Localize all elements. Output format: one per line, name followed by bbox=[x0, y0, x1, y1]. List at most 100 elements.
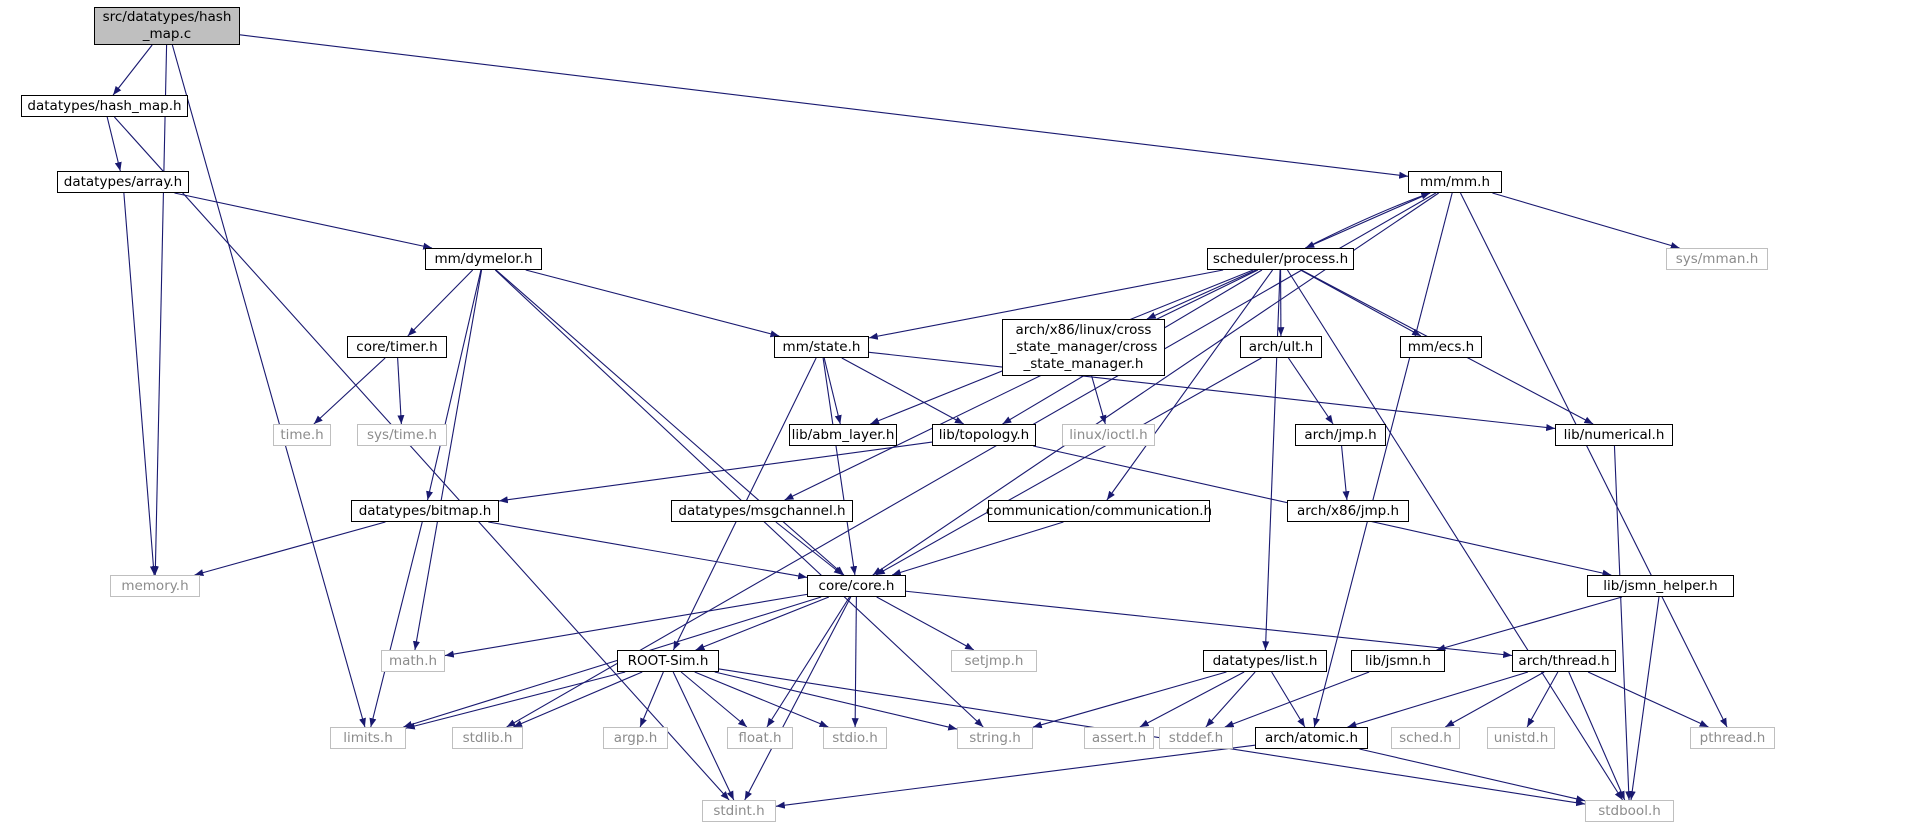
node-process-h[interactable]: scheduler/process.h bbox=[1207, 248, 1354, 270]
edge-process-h-to-msgchannel-h bbox=[784, 269, 1259, 501]
edge-process-h-to-list-h bbox=[1262, 269, 1281, 651]
edge-thread-h-to-unistd-h bbox=[1526, 671, 1559, 728]
node-unistd-h: unistd.h bbox=[1487, 727, 1555, 749]
edge-thread-h-to-stdbool-h bbox=[1568, 671, 1626, 801]
node-jmp-h[interactable]: arch/jmp.h bbox=[1295, 424, 1386, 446]
edge-process-h-to-communication-h bbox=[1106, 269, 1274, 501]
edge-list-h-to-assert-h bbox=[1139, 671, 1245, 728]
edge-core-h-to-limits-h bbox=[403, 596, 822, 728]
node-limits-h: limits.h bbox=[330, 727, 406, 749]
node-float-h: float.h bbox=[727, 727, 793, 749]
edge-process-h-to-ecs-h bbox=[1300, 269, 1422, 337]
edge-rootsim-h-to-string-h bbox=[714, 671, 958, 731]
node-mm-h[interactable]: mm/mm.h bbox=[1408, 171, 1502, 193]
node-dymelor-h[interactable]: mm/dymelor.h bbox=[425, 248, 542, 270]
edge-hashmap-c-to-hashmap-h bbox=[112, 44, 153, 96]
edge-bitmap-h-to-core-h bbox=[488, 521, 808, 580]
edge-rootsim-h-to-limits-h bbox=[405, 671, 626, 730]
node-ecs-h[interactable]: mm/ecs.h bbox=[1400, 336, 1482, 358]
edge-core-h-to-stdint-h bbox=[744, 596, 852, 801]
edge-dymelor-h-to-timer-h bbox=[407, 269, 474, 337]
edge-list-h-to-stddef-h bbox=[1205, 671, 1256, 728]
edge-core-h-to-math-h bbox=[444, 593, 808, 658]
edge-dymelor-h-to-math-h bbox=[412, 269, 483, 651]
node-msgchannel-h[interactable]: datatypes/msgchannel.h bbox=[671, 500, 853, 522]
edge-process-h-to-stdbool-h bbox=[1286, 269, 1624, 801]
node-stddef-h: stddef.h bbox=[1159, 727, 1233, 749]
node-math-h: math.h bbox=[381, 650, 445, 672]
edge-jmp-h-to-x86jmp-h bbox=[1341, 445, 1350, 501]
edge-bitmap-h-to-memory-h bbox=[194, 521, 386, 577]
edge-core-h-to-float-h bbox=[766, 596, 850, 728]
node-abm-h[interactable]: lib/abm_layer.h bbox=[789, 424, 897, 446]
node-ioctl-h: linux/ioctl.h bbox=[1062, 424, 1155, 446]
node-time-h: time.h bbox=[273, 424, 331, 446]
node-list-h[interactable]: datatypes/list.h bbox=[1203, 650, 1327, 672]
edge-mm-h-to-atomic-h bbox=[1313, 192, 1453, 728]
node-string-h: string.h bbox=[957, 727, 1033, 749]
edge-core-h-to-thread-h bbox=[905, 590, 1513, 659]
edge-dymelor-h-to-core-h bbox=[495, 269, 845, 576]
node-state-h[interactable]: mm/state.h bbox=[774, 336, 869, 358]
node-ult-h[interactable]: arch/ult.h bbox=[1240, 336, 1322, 358]
edge-array-h-to-memory-h bbox=[123, 192, 157, 576]
edge-state-h-to-topology-h bbox=[841, 357, 964, 425]
node-atomic-h[interactable]: arch/atomic.h bbox=[1255, 727, 1368, 749]
edge-rootsim-h-to-stdint-h bbox=[672, 671, 735, 801]
edge-state-h-to-core-h bbox=[822, 357, 858, 576]
edge-numerical-h-to-stdbool-h bbox=[1613, 445, 1633, 801]
edge-timer-h-to-time-h bbox=[313, 357, 386, 425]
edge-state-h-to-abm-h bbox=[823, 357, 842, 425]
edge-msgchannel-h-to-core-h bbox=[775, 521, 843, 576]
edge-hashmap-h-to-stdint-h bbox=[113, 116, 730, 801]
node-topology-h[interactable]: lib/topology.h bbox=[932, 424, 1036, 446]
edge-core-h-to-rootsim-h bbox=[695, 596, 830, 651]
edge-core-h-to-setjmp-h bbox=[876, 596, 975, 651]
edge-thread-h-to-sched-h bbox=[1445, 671, 1545, 728]
edge-mm-h-to-sysmman-h bbox=[1492, 192, 1680, 249]
node-array-h[interactable]: datatypes/array.h bbox=[57, 171, 189, 193]
edge-dymelor-h-to-string-h bbox=[494, 269, 984, 728]
node-csm-h[interactable]: arch/x86/linux/cross _state_manager/cros… bbox=[1002, 319, 1165, 376]
edge-process-h-to-csm-h bbox=[1146, 269, 1257, 320]
edge-atomic-h-to-stdint-h bbox=[775, 744, 1256, 809]
node-jsmn-h[interactable]: lib/jsmn.h bbox=[1351, 650, 1445, 672]
edge-rootsim-h-to-stdlib-h bbox=[513, 671, 643, 728]
edge-list-h-to-string-h bbox=[1032, 671, 1227, 729]
edge-array-h-to-dymelor-h bbox=[174, 192, 433, 250]
node-setjmp-h: setjmp.h bbox=[951, 650, 1037, 672]
edge-topology-h-to-bitmap-h bbox=[498, 441, 933, 504]
node-rootsim-h[interactable]: ROOT-Sim.h bbox=[617, 650, 719, 672]
edge-dymelor-h-to-bitmap-h bbox=[426, 269, 482, 501]
node-stdint-h: stdint.h bbox=[702, 800, 776, 822]
edge-process-h-to-mm-h bbox=[1305, 192, 1431, 249]
node-systime-h: sys/time.h bbox=[357, 424, 447, 446]
edge-thread-h-to-pthread-h bbox=[1587, 671, 1709, 728]
node-stdbool-h: stdbool.h bbox=[1585, 800, 1674, 822]
edge-communication-h-to-core-h bbox=[891, 521, 1064, 576]
node-timer-h[interactable]: core/timer.h bbox=[347, 336, 447, 358]
edge-rootsim-h-to-argp-h bbox=[639, 671, 664, 728]
edge-ult-h-to-core-h bbox=[875, 357, 1262, 576]
node-x86jmp-h[interactable]: arch/x86/jmp.h bbox=[1287, 500, 1409, 522]
node-numerical-h[interactable]: lib/numerical.h bbox=[1555, 424, 1673, 446]
node-thread-h[interactable]: arch/thread.h bbox=[1512, 650, 1616, 672]
edge-atomic-h-to-stdbool-h bbox=[1359, 748, 1586, 803]
node-hashmap-c[interactable]: src/datatypes/hash _map.c bbox=[94, 7, 240, 45]
edge-jsmn-h-to-stddef-h bbox=[1224, 671, 1370, 728]
edge-ult-h-to-jmp-h bbox=[1287, 357, 1334, 425]
node-bitmap-h[interactable]: datatypes/bitmap.h bbox=[351, 500, 499, 522]
edge-state-h-to-numerical-h bbox=[868, 351, 1556, 431]
node-hashmap-h[interactable]: datatypes/hash_map.h bbox=[21, 95, 188, 117]
node-sched-h: sched.h bbox=[1391, 727, 1460, 749]
edge-jsmnhelper-h-to-jsmn-h bbox=[1436, 596, 1623, 651]
node-jsmnhelper-h[interactable]: lib/jsmn_helper.h bbox=[1587, 575, 1734, 597]
edge-list-h-to-atomic-h bbox=[1271, 671, 1306, 728]
edge-thread-h-to-atomic-h bbox=[1347, 671, 1529, 728]
edge-mm-h-to-pthread-h bbox=[1459, 192, 1728, 728]
node-core-h[interactable]: core/core.h bbox=[807, 575, 906, 597]
node-communication-h[interactable]: communication/communication.h bbox=[986, 500, 1212, 522]
edge-mm-h-to-process-h bbox=[1305, 192, 1431, 249]
edge-process-h-to-state-h bbox=[868, 269, 1224, 340]
